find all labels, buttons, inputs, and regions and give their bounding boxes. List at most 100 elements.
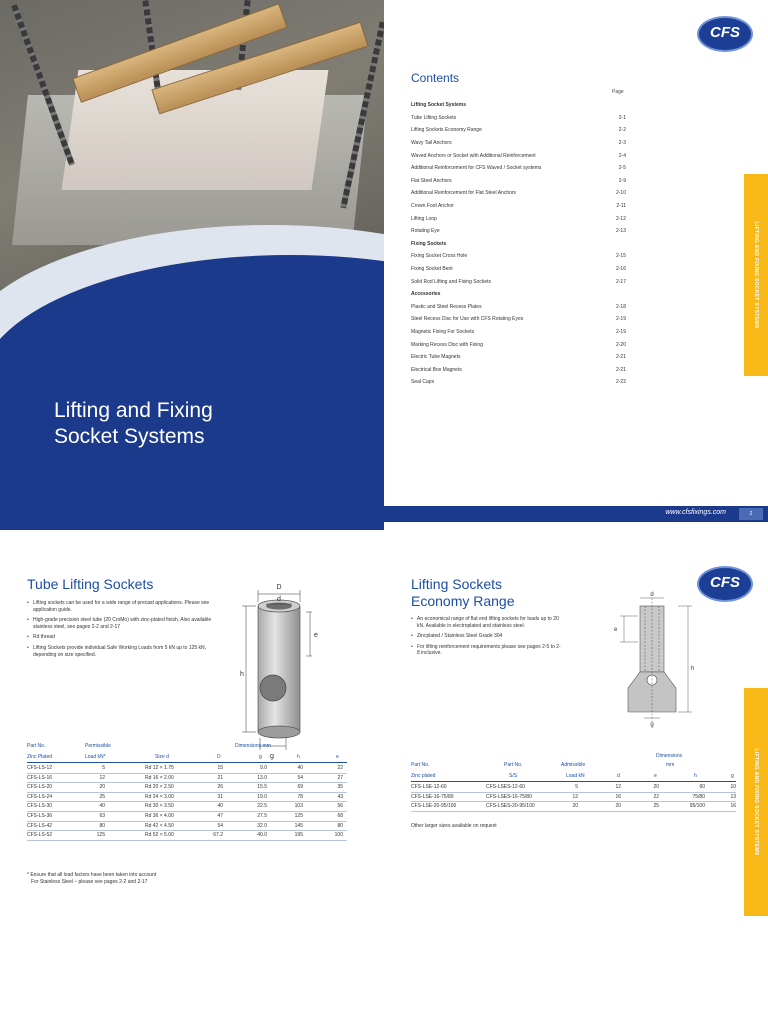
bullet-item: Rd thread [27, 634, 212, 641]
tube-socket-diagram: D d e h g [240, 584, 318, 760]
toc-label: Flat Steel Anchors [411, 177, 452, 184]
toc-page: 2-19 [615, 328, 626, 335]
bullet-item: Lifting sockets can be used for a wide r… [27, 600, 212, 613]
table-cell: 20 [653, 784, 659, 790]
page-number: 2 [739, 508, 763, 520]
table-cell: 40 [99, 803, 105, 810]
toc-entry[interactable]: Tube Lifting Sockets 2-1 [411, 112, 626, 125]
table-cell: CFS-LS-12 [27, 765, 53, 771]
toc-page: 2-20 [615, 341, 626, 348]
toc-label: Lifting Loop [411, 215, 437, 222]
dimension-label: g [650, 722, 653, 728]
table-cell: 40.0 [257, 832, 267, 839]
table-cell: Rd 24 × 3.00 [145, 793, 174, 800]
table-cell: CFS-LSE-12-60 [411, 784, 447, 790]
bullet-item: Lifting Sockets provide individual Safe … [27, 645, 212, 658]
table-cell: 68 [337, 813, 343, 819]
toc-entry[interactable]: Waved Anchors or Socket with Additional … [411, 149, 626, 162]
table-cell: 27 [337, 774, 343, 781]
toc-page: 2-15 [615, 253, 626, 260]
toc-section-heading: Accessories [411, 288, 626, 301]
table-cell: 32.0 [257, 822, 267, 829]
toc-entry[interactable]: Wavy Tail Anchors 2-3 [411, 137, 626, 150]
table-cell: 22 [653, 793, 659, 800]
dimension-label: h [240, 671, 244, 678]
table-cell: Rd 42 × 4.50 [145, 822, 174, 829]
table-cell: 20 [615, 803, 621, 810]
toc-entry[interactable]: Steel Recess Disc for Use with CFS Rotat… [411, 313, 626, 326]
footnote: * Ensure that all load factors have been… [27, 872, 157, 885]
toc-label: Electrical Box Magnets [411, 366, 462, 373]
table-cell: 80 [337, 822, 343, 829]
toc-entry[interactable]: Additional Reinforcement for CFS Waved /… [411, 162, 626, 175]
table-cell: 54 [217, 822, 223, 829]
table-cell: 19.0 [257, 793, 267, 800]
table-cell: 40 [217, 803, 223, 810]
table-cell: 27.5 [257, 813, 267, 819]
toc-label: Seal Caps [411, 379, 435, 386]
toc-page: 2-18 [615, 303, 626, 310]
table-cell: Rd 52 × 5.00 [145, 832, 174, 839]
section-tab: LIFTING AND FIXING SOCKET SYSTEMS [744, 174, 768, 376]
toc-page: 2-19 [615, 316, 626, 323]
table-cell: 10 [730, 784, 736, 790]
toc-page: 2-3 [618, 140, 626, 147]
toc-label: Fixing Socket Bent [411, 266, 453, 273]
table-cell: 43 [337, 793, 343, 800]
table-cell: CFS-LS-16 [27, 774, 53, 781]
table-cell: 80 [99, 822, 105, 829]
table-cell: CFS-LS-20 [27, 784, 53, 791]
toc-page: 2-1 [618, 114, 626, 121]
page-title: Lifting and Fixing Socket Systems [54, 399, 213, 448]
dimension-label: d [277, 596, 281, 603]
table-cell: 9.0 [260, 765, 267, 771]
toc-label: Tube Lifting Sockets [411, 114, 457, 121]
table-cell: Rd 30 × 3.50 [145, 803, 174, 810]
table-cell: 5 [102, 765, 105, 771]
bullet-item: An economical range of flat end lifting … [411, 616, 561, 629]
table-cell: 12 [99, 774, 105, 781]
toc-label: Accessories [411, 291, 441, 298]
toc-entry[interactable]: Fixing Socket Bent 2-16 [411, 263, 626, 276]
website-link[interactable]: www.cfsfixings.com [665, 509, 726, 516]
table-cell: 35 [337, 784, 343, 791]
table-cell: 5 [575, 784, 578, 790]
table-cell: 67.2 [213, 832, 223, 839]
toc-label: Lifting Socket Systems [411, 102, 467, 109]
table-cell: 12 [572, 793, 578, 800]
toc-label: Electric Tube Magnets [411, 354, 461, 361]
toc-label: Fixing Sockets [411, 240, 447, 247]
table-cell: 15.5 [257, 784, 267, 791]
toc-page: 2-16 [615, 266, 626, 273]
toc-entry[interactable]: Additional Reinforcement for Flat Steel … [411, 187, 626, 200]
toc-label: Wavy Tail Anchors [411, 140, 452, 147]
dimension-label: D [276, 584, 281, 591]
toc-page: 2-2 [618, 127, 626, 134]
economy-spec-table: Dimensions mm Part No. Part No. Admissib… [411, 753, 736, 822]
table-cell: CFS-LSE-16-75/80 [411, 793, 454, 800]
contents-heading: Contents [411, 71, 460, 85]
dimension-label: e [314, 632, 318, 639]
table-cell: 22.5 [257, 803, 267, 810]
table-cell: 25 [653, 803, 659, 810]
